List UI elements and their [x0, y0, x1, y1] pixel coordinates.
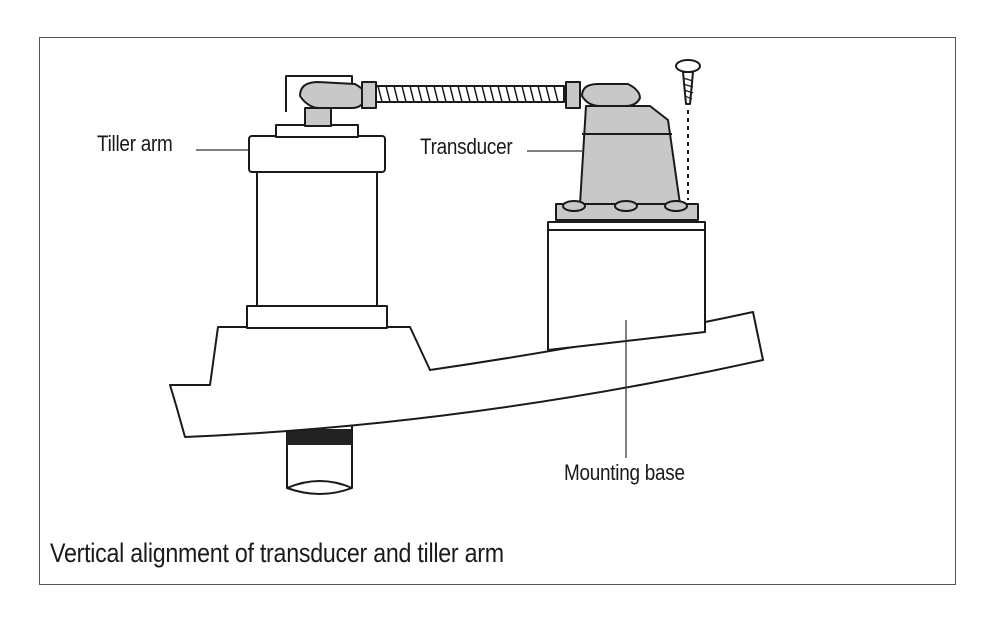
diagram-caption: Vertical alignment of transducer and til… [50, 538, 504, 568]
rudder-stock [286, 425, 353, 495]
tiller-assembly [246, 124, 388, 329]
tiller-arm-bracket [285, 75, 367, 127]
transducer [555, 83, 699, 221]
transducer-label: Transducer [420, 134, 513, 159]
diagram-frame [39, 37, 956, 585]
mounting-base-label: Mounting base [564, 460, 685, 485]
mounting-base [547, 221, 706, 351]
mounting-screw [675, 59, 701, 105]
tiller-arm-label: Tiller arm [97, 131, 173, 156]
link-rod [361, 81, 581, 109]
